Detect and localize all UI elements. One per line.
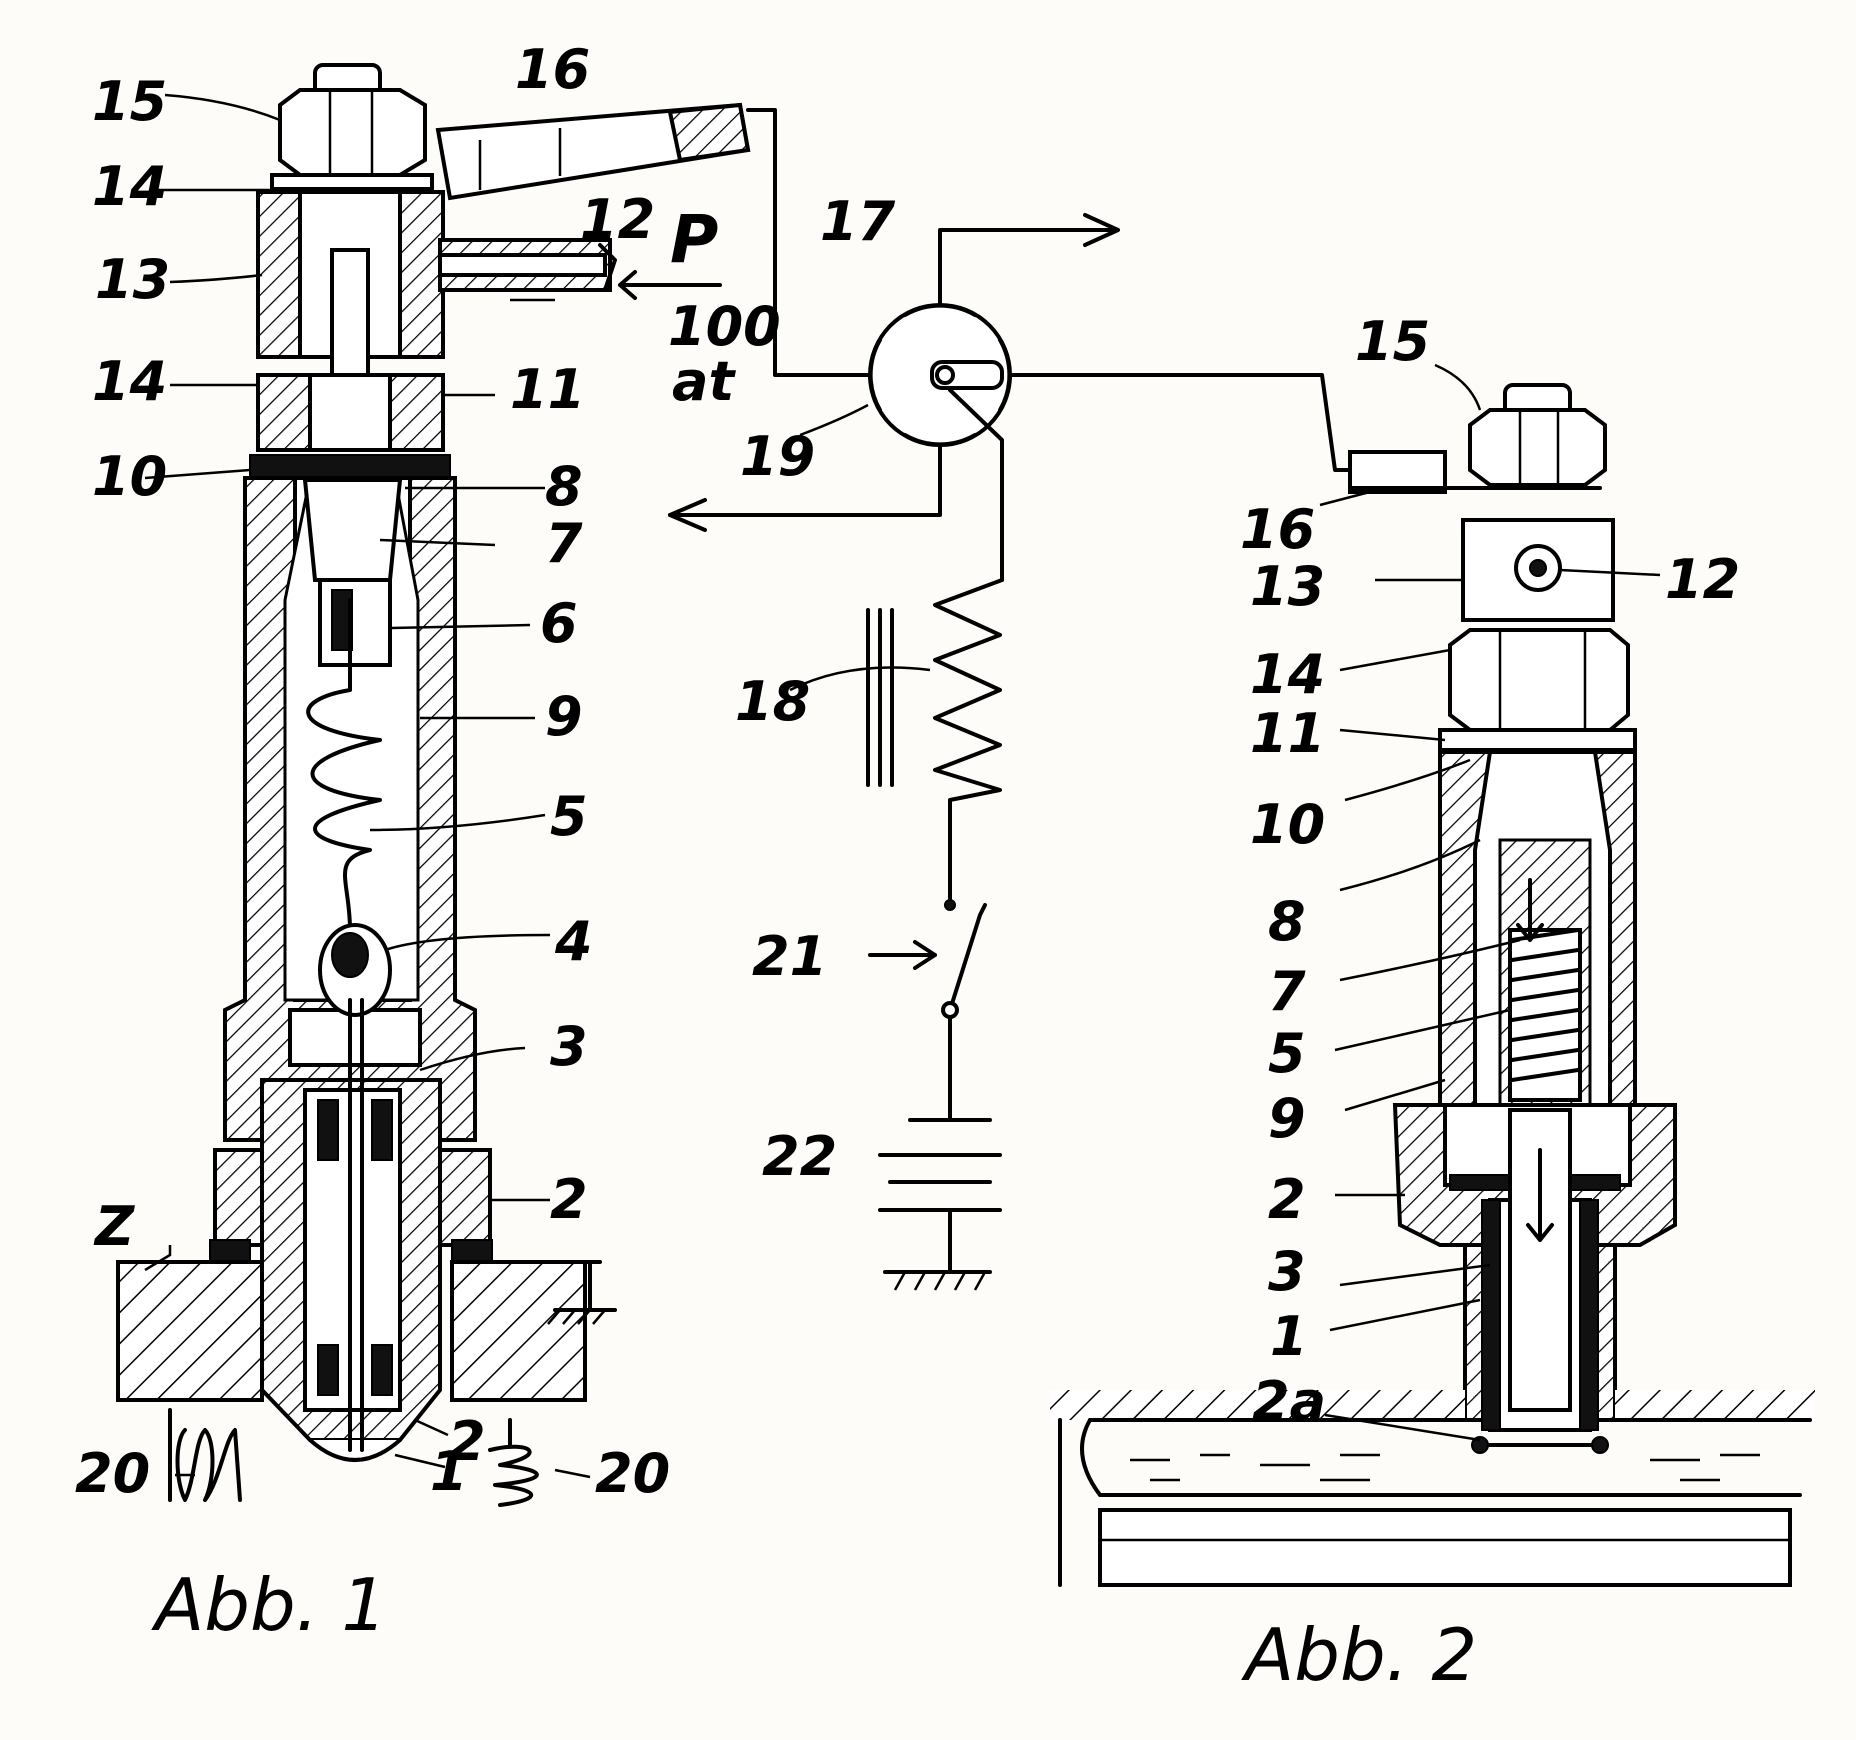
label-13: 13 (95, 248, 170, 311)
cylinder-head-fig2 (1050, 1390, 1815, 1587)
label-2-fig1: 2 (550, 1168, 588, 1231)
label-11: 11 (510, 358, 585, 421)
nut-14-fig2 (1448, 628, 1630, 732)
label-9: 9 (545, 685, 583, 748)
label-22: 22 (762, 1125, 837, 1188)
label-20-left: 20 (75, 1442, 150, 1505)
label-21: 21 (752, 925, 827, 988)
label-16-fig2: 16 (1240, 498, 1315, 561)
label-12: 12 (580, 188, 655, 251)
connector-16-fig2 (1348, 450, 1447, 494)
leader-lines-fig1 (144, 93, 591, 1479)
leader-lines-fig2 (1319, 363, 1661, 1442)
label-4: 4 (554, 910, 593, 973)
cone-7 (302, 478, 403, 582)
distributor-19 (868, 303, 1012, 447)
label-10: 10 (92, 445, 167, 508)
coil-18 (866, 578, 1004, 902)
label-2a-fig2: 2a (1252, 1370, 1326, 1433)
label-17: 17 (820, 190, 896, 253)
label-10-fig2: 10 (1250, 793, 1325, 856)
wire-up (938, 228, 1117, 307)
plate-11-bore (308, 373, 392, 452)
battery-22 (878, 1015, 1002, 1291)
label-z: Z (93, 1195, 135, 1258)
label-14-top: 14 (92, 155, 167, 218)
seal-10 (249, 454, 451, 478)
spring-20-left (168, 1408, 242, 1502)
label-2-fig2: 2 (1268, 1168, 1306, 1231)
leader-19 (799, 403, 869, 437)
cylinder-head-z (116, 1260, 617, 1402)
label-p: P (670, 201, 718, 278)
leader-18 (789, 666, 931, 692)
arrow-right (1083, 213, 1120, 247)
label-11-fig2: 11 (1250, 702, 1325, 765)
label-18: 18 (735, 670, 810, 733)
caption-fig1: Abb. 1 (151, 1563, 387, 1647)
label-5: 5 (550, 785, 588, 848)
label-12-fig2: 12 (1665, 548, 1740, 611)
label-3-fig2: 3 (1268, 1240, 1306, 1303)
nut-15-fig2 (1468, 408, 1607, 487)
label-9-fig2: 9 (1268, 1087, 1306, 1150)
label-5-fig2: 5 (1268, 1022, 1306, 1085)
nut-6 (318, 578, 392, 667)
figure-2: 15 16 13 12 14 11 10 8 7 5 9 2 3 1 2a Ab… (1050, 310, 1815, 1697)
label-unit: at (672, 350, 736, 413)
label-7: 7 (545, 512, 583, 575)
label-2-tip: 2 (448, 1410, 486, 1473)
spring-5 (306, 598, 382, 932)
circuit: 17 19 18 21 22 (668, 108, 1354, 1291)
electrode-1 (348, 998, 364, 1452)
label-20-right: 20 (595, 1442, 670, 1505)
wire-down-left (668, 443, 942, 517)
wire-to-fig2 (1008, 373, 1354, 472)
arrow-left (668, 498, 707, 532)
wire-rotor-coil (948, 388, 1004, 582)
pressure-arrow (618, 270, 702, 300)
label-1-fig2: 1 (1270, 1305, 1308, 1368)
figure-1: 15 16 14 13 12 P 100 at 14 11 10 8 7 6 9… (75, 38, 781, 1647)
nut-15 (270, 63, 434, 191)
label-14-fig2: 14 (1250, 643, 1325, 706)
label-8-fig2: 8 (1268, 890, 1306, 953)
label-3: 3 (550, 1015, 588, 1078)
switch-21 (868, 899, 987, 1019)
label-13-fig2: 13 (1250, 555, 1325, 618)
label-15: 15 (92, 70, 167, 133)
label-7-fig2: 7 (1268, 960, 1306, 1023)
label-8: 8 (545, 455, 583, 518)
label-pressure: 100 (668, 295, 781, 358)
label-16: 16 (515, 38, 590, 101)
spring-20-right (488, 1418, 539, 1507)
label-15-fig2: 15 (1355, 310, 1430, 373)
label-19: 19 (740, 425, 815, 488)
label-14-bottom: 14 (92, 350, 167, 413)
label-1-fig1: 1 (430, 1440, 468, 1503)
connector-16 (435, 102, 751, 201)
caption-fig2: Abb. 2 (1241, 1613, 1477, 1697)
label-6: 6 (540, 592, 578, 655)
insulator-13 (256, 190, 617, 382)
